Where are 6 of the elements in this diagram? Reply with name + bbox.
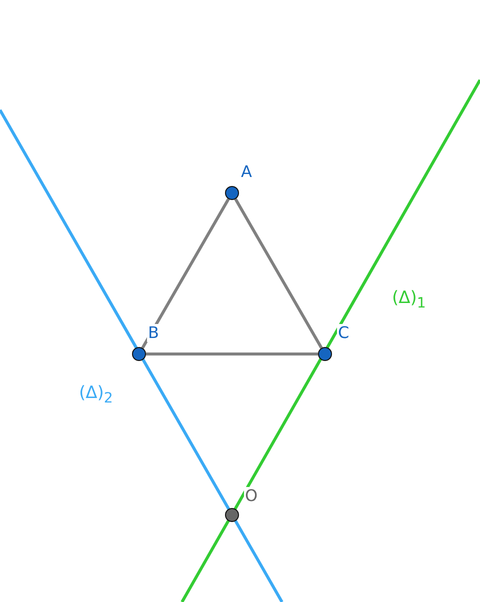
point-label: B — [147, 324, 160, 342]
line-label: (Δ)$_{1}$ — [392, 288, 426, 312]
line-label: (Δ)$_{2}$ — [79, 383, 113, 406]
triangle-side — [141, 198, 230, 349]
triangle-side — [234, 198, 323, 349]
triangle-side — [146, 352, 318, 356]
